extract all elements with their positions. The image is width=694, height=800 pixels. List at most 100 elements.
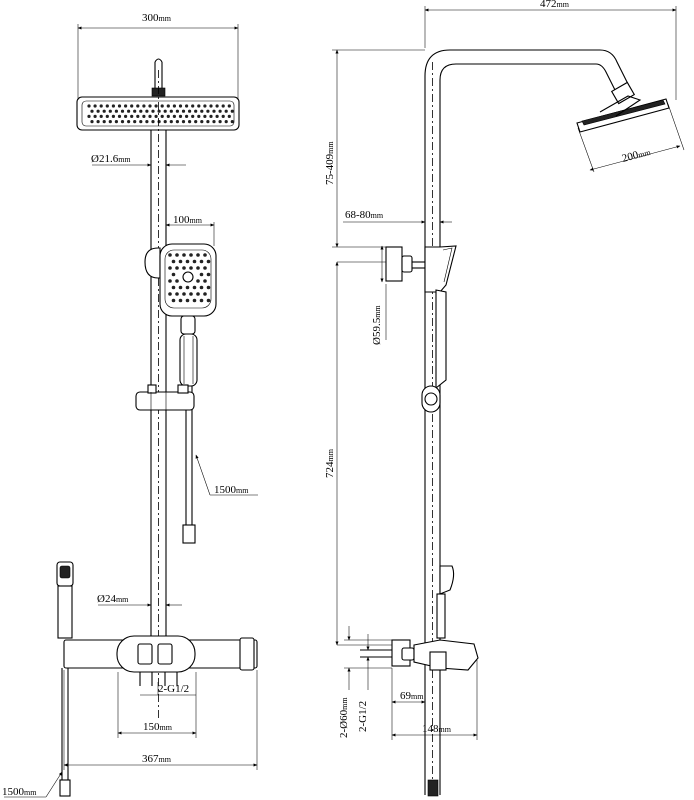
nozzle-dot <box>197 114 201 118</box>
hand-nozzle-dot <box>199 298 204 303</box>
nozzle-dot <box>148 104 152 108</box>
nozzle-dot <box>148 114 152 118</box>
front-dimensions <box>4 24 258 798</box>
nozzle-dot <box>224 120 228 124</box>
nozzle-dot <box>200 120 204 124</box>
mixer-width-label: 367mm <box>142 753 172 765</box>
escutcheon-diameter-label: 2-Ø60mm <box>338 697 350 738</box>
hand-nozzle-dot <box>203 253 207 257</box>
nozzle-dot <box>87 104 91 108</box>
nozzle-dot <box>124 104 128 108</box>
nozzle-dot <box>209 104 213 108</box>
hand-nozzle-dot <box>178 298 183 303</box>
mixer-projection-label: 148mm <box>422 723 452 735</box>
nozzle-dot <box>130 104 134 108</box>
slide-bracket <box>135 384 195 411</box>
side-wall-bracket <box>385 245 457 293</box>
nozzle-dot <box>136 114 140 118</box>
nozzle-dot <box>111 114 115 118</box>
nozzle-dot <box>166 104 170 108</box>
nozzle-dot <box>124 114 128 118</box>
nozzle-dot <box>114 120 118 124</box>
side-shower-head <box>576 95 670 133</box>
rain-shower-head <box>76 58 240 131</box>
nozzle-dot <box>99 104 103 108</box>
hand-nozzle-dot <box>206 272 211 277</box>
nozzle-dot <box>200 109 204 113</box>
nozzle-dot <box>127 109 131 113</box>
front-view: 300mm Ø21.6mm 100mm 1500mm Ø24mm 2-G1/2 … <box>2 12 258 798</box>
hand-nozzle-dot <box>189 266 193 270</box>
nozzle-dot <box>145 109 149 113</box>
nozzle-dot <box>172 104 176 108</box>
arm-projection-label: 472mm <box>540 0 570 10</box>
nozzle-dot <box>133 120 137 124</box>
hand-nozzle-dot <box>171 298 176 303</box>
hand-nozzle-dot <box>168 266 172 270</box>
nozzle-dot <box>224 109 228 113</box>
hand-nozzle-dot <box>182 292 186 296</box>
nozzle-dot <box>212 120 216 124</box>
head-width-label: 300mm <box>142 12 172 24</box>
nozzle-dot <box>102 120 106 124</box>
nozzle-dot <box>169 109 173 113</box>
hand-nozzle-dot <box>178 259 183 264</box>
wall-offset-label: 68-80mm <box>345 209 384 221</box>
pipe-diameter-label: Ø21.6mm <box>91 153 131 165</box>
nozzle-dot <box>194 109 198 113</box>
side-mixer <box>360 639 479 671</box>
hand-nozzle-dot <box>175 266 179 270</box>
nozzle-dot <box>93 114 97 118</box>
nozzle-dot <box>178 114 183 118</box>
handshower-width-label: 100mm <box>173 214 203 226</box>
hand-nozzle-dot <box>175 279 179 283</box>
side-view: 472mm 200mm 75-409mm 68-80mm Ø59.5mm 724… <box>324 0 685 797</box>
hand-nozzle-dot <box>189 292 193 296</box>
height-adjust-label: 75-409mm <box>324 141 336 185</box>
nozzle-dot <box>151 109 155 113</box>
nozzle-dot <box>227 114 231 118</box>
nozzle-dot <box>169 120 173 124</box>
nozzle-dot <box>191 104 195 108</box>
nozzle-dot <box>105 114 109 118</box>
hand-nozzle-dot <box>196 266 200 270</box>
hand-nozzle-dot <box>178 285 183 290</box>
side-hand-shower <box>421 289 447 413</box>
nozzle-dot <box>154 114 158 118</box>
nozzle-dot <box>142 114 146 118</box>
nozzle-dot <box>90 109 94 113</box>
nozzle-dot <box>181 120 186 124</box>
side-handset <box>56 561 74 797</box>
nozzle-dot <box>130 114 134 118</box>
hand-nozzle-dot <box>192 285 197 290</box>
hand-shower <box>144 243 217 544</box>
hand-nozzle-dot <box>206 298 211 303</box>
hose-length-label: 1500mm <box>214 484 249 496</box>
hand-nozzle-dot <box>171 259 176 264</box>
hand-nozzle-dot <box>182 253 186 257</box>
hand-nozzle-dot <box>185 285 190 290</box>
nozzle-dot <box>145 120 149 124</box>
nozzle-dot <box>166 114 170 118</box>
mixer-bar <box>63 635 258 686</box>
hand-nozzle-dot <box>196 279 200 283</box>
hand-nozzle-dot <box>168 253 172 257</box>
hand-nozzle-dot <box>199 272 204 277</box>
hand-nozzle-dot <box>175 292 179 296</box>
hand-nozzle-dot <box>171 272 176 277</box>
nozzle-dot <box>188 120 192 124</box>
hand-nozzle-dot <box>185 259 190 264</box>
nozzle-dot <box>178 104 183 108</box>
hand-nozzle-dot <box>196 253 200 257</box>
nozzle-dot <box>185 104 189 108</box>
hand-nozzle-dot <box>203 266 207 270</box>
nozzle-dot <box>181 109 186 113</box>
nozzle-dot <box>194 120 198 124</box>
hand-nozzle-dot <box>175 253 179 257</box>
nozzle-dot <box>227 104 231 108</box>
hand-nozzle-dot <box>189 253 193 257</box>
nozzle-dot <box>215 104 219 108</box>
nozzle-dots <box>87 104 234 124</box>
nozzle-dot <box>191 114 195 118</box>
inlet-projection-label: 69mm <box>400 690 424 702</box>
